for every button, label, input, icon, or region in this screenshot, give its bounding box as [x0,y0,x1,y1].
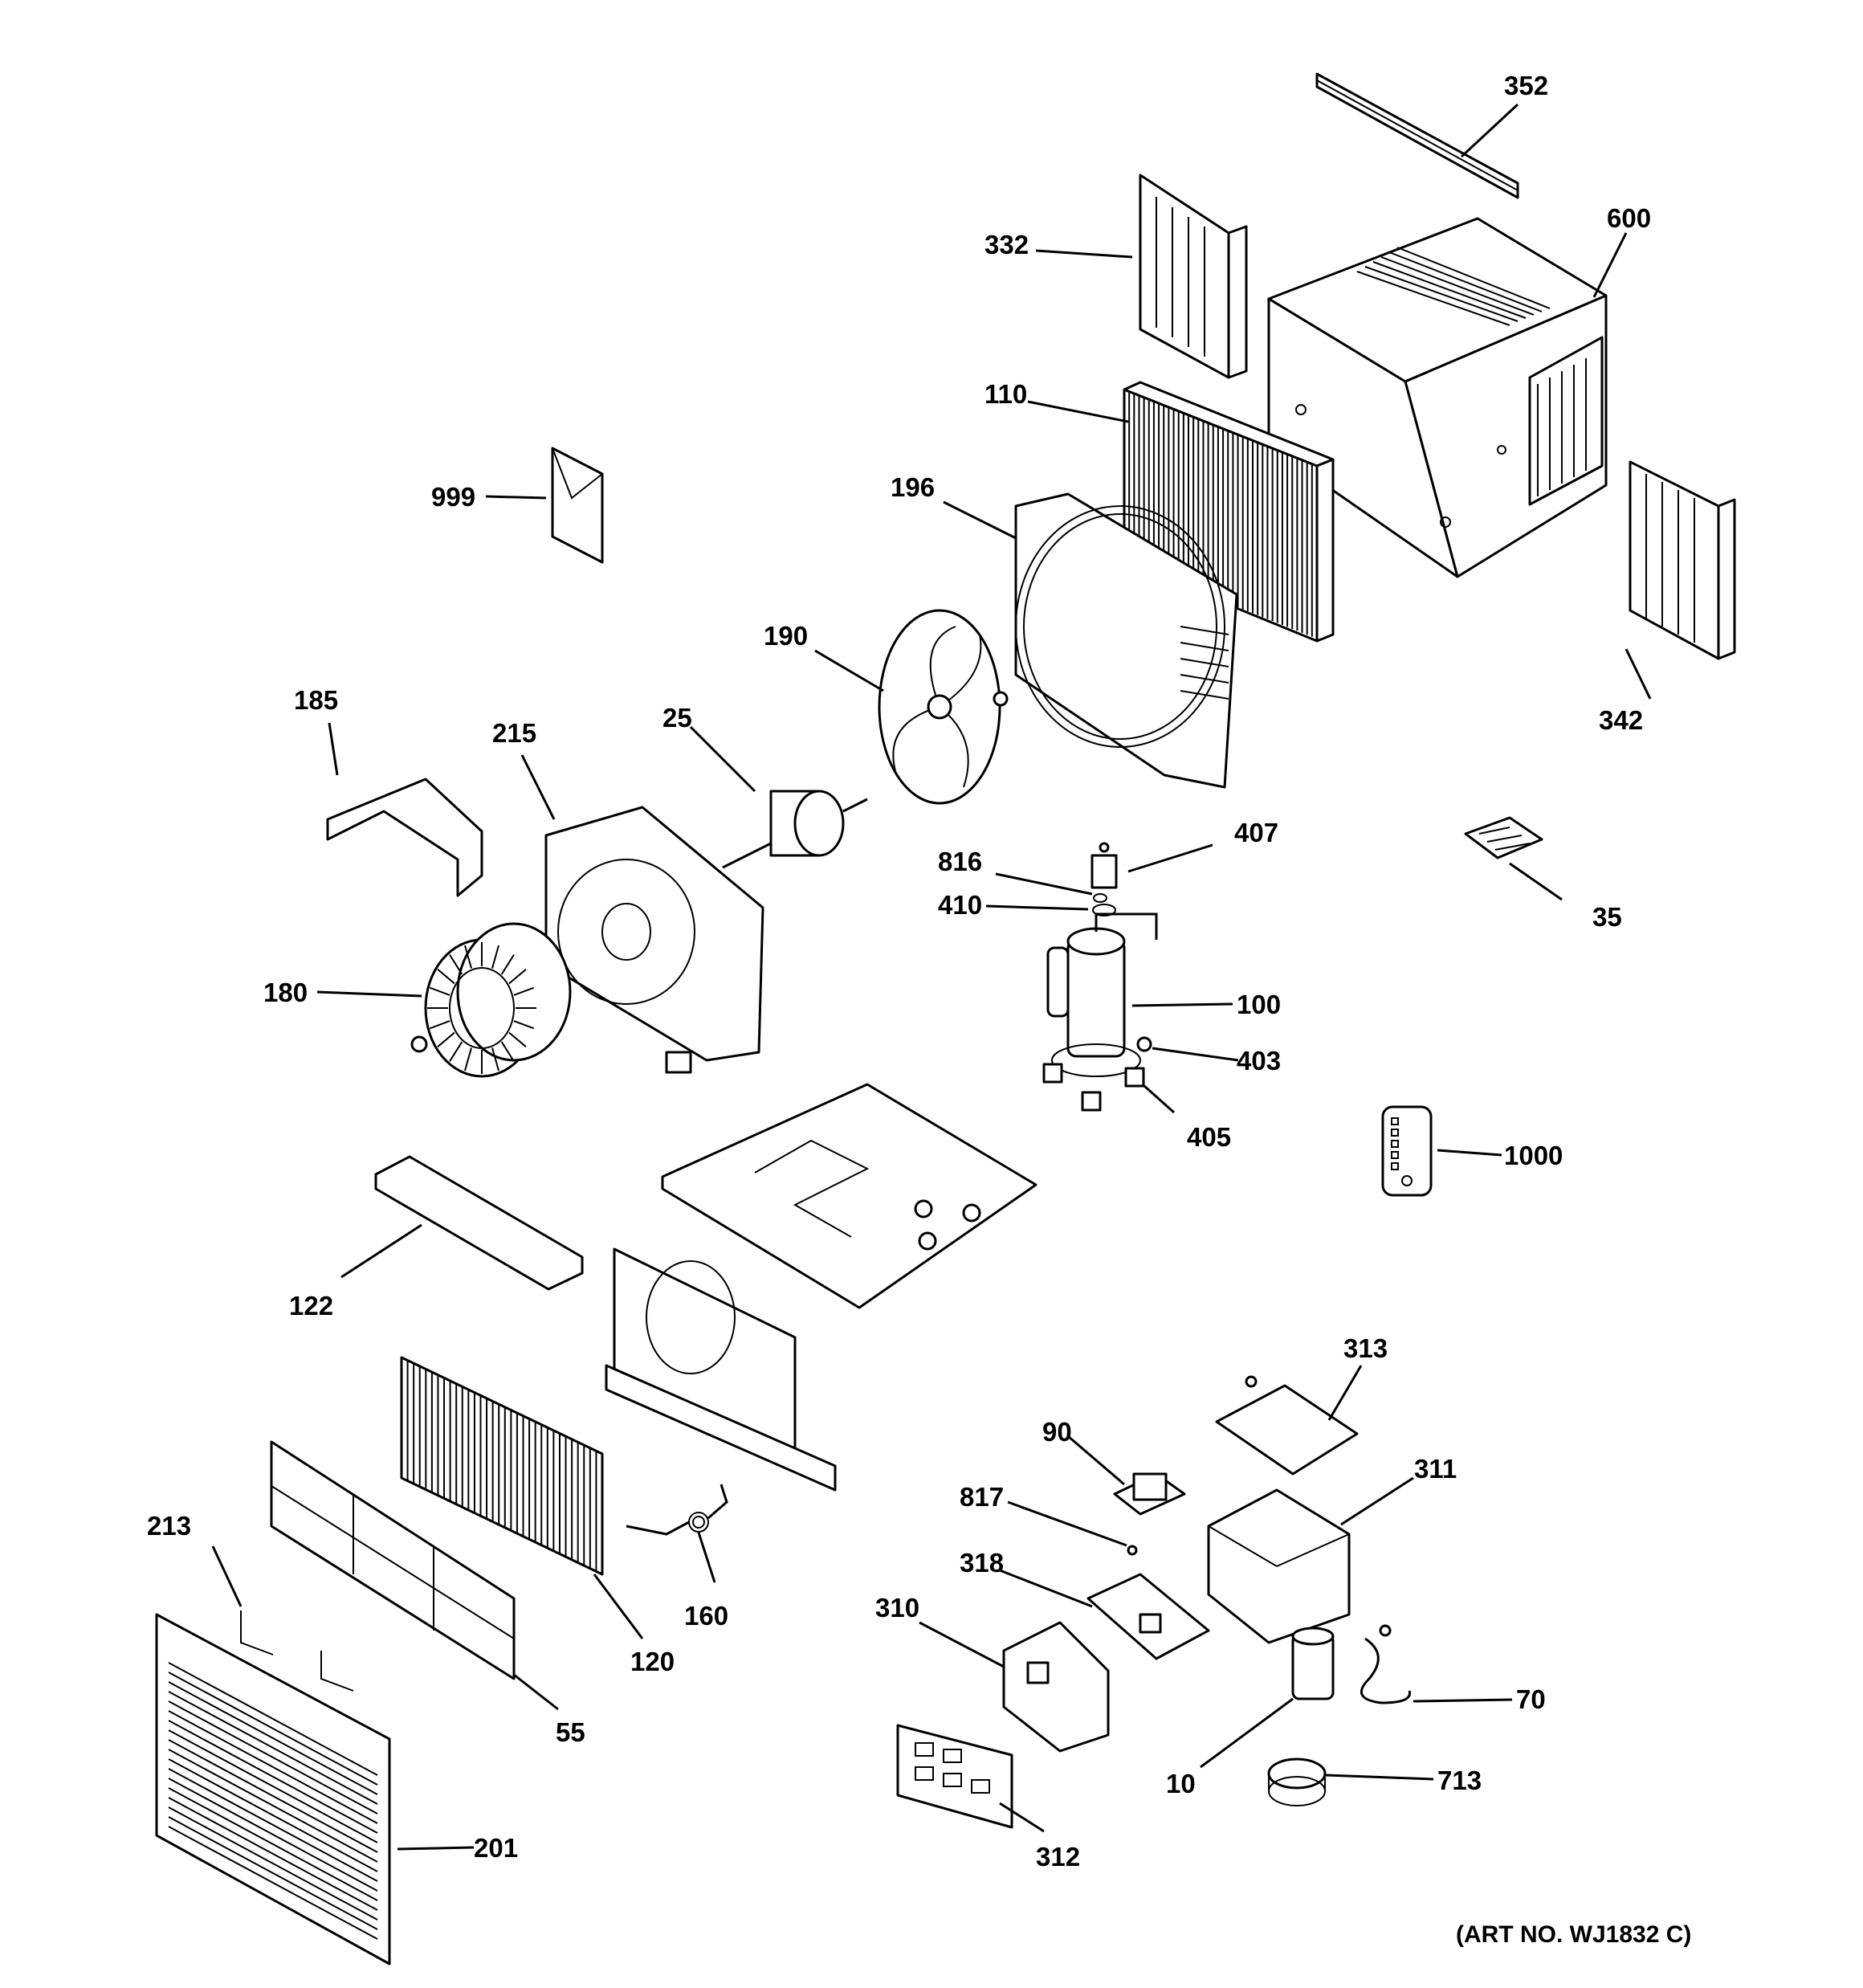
part-352-top-rail [1315,72,1519,199]
callout-310: 310 [875,1593,919,1623]
part-100-compressor [1046,912,1158,1077]
part-201-front-grille [155,1613,391,1966]
callout-10: 10 [1166,1769,1196,1798]
callout-817: 817 [960,1482,1004,1512]
part-196-condenser-shroud [1014,492,1238,789]
part-90-transformer [1113,1472,1186,1516]
part-600-cabinet [1267,217,1608,578]
part-999-owner-manual [551,447,604,564]
callout-55: 55 [556,1717,585,1747]
part-405-mounting-foot [1042,1063,1145,1112]
part-311-control-box [1207,1488,1351,1644]
callout-90: 90 [1042,1417,1072,1447]
part-816-clip [1093,893,1107,903]
callout-313: 313 [1343,1333,1388,1363]
part-185-panel [326,778,483,897]
part-313-control-cover [1215,1375,1359,1476]
leader-lines [211,103,1652,1851]
callout-342: 342 [1599,705,1643,735]
part-base-pan [661,1083,1037,1309]
callout-196: 196 [891,472,935,502]
callout-332: 332 [984,230,1029,259]
part-713-capacitor-bracket [1267,1757,1327,1806]
part-342-side-curtain-right [1629,460,1736,660]
part-180-blower-wheel [410,922,572,1078]
part-55-air-filter [270,1440,516,1680]
part-213-filter-clips [240,1610,354,1692]
callout-190: 190 [764,621,808,651]
callout-122: 122 [289,1291,333,1321]
callout-labels: 352 600 332 110 999 196 190 342 185 215 … [147,71,1651,1872]
callout-215: 215 [492,718,536,748]
part-215-scroll-housing [544,806,764,1074]
part-817-screw [1127,1545,1138,1556]
part-120-evaporator-coil [400,1356,604,1576]
callout-70: 70 [1516,1684,1546,1714]
art-number: (ART NO. WJ1832 C) [1456,1921,1691,1948]
part-403-grommet [1136,1036,1152,1052]
callout-312: 312 [1036,1842,1080,1872]
callout-35: 35 [1592,902,1622,932]
callout-213: 213 [147,1511,191,1541]
part-312-control-panel [896,1724,1013,1829]
part-318-circuit-board [1086,1573,1210,1660]
callout-999: 999 [431,482,475,512]
callout-160: 160 [684,1601,728,1631]
part-1000-remote-control [1381,1105,1433,1197]
part-35-control-board [1464,816,1543,859]
part-122-top-cover [374,1155,584,1291]
callout-311: 311 [1414,1454,1457,1484]
callout-352: 352 [1504,71,1548,100]
callout-318: 318 [960,1548,1004,1578]
callout-1000: 1000 [1504,1141,1563,1170]
part-410-gasket [1092,904,1116,916]
part-10-capacitor [1291,1627,1335,1700]
callout-110: 110 [984,379,1027,409]
callout-403: 403 [1237,1046,1281,1076]
callout-410: 410 [938,890,982,920]
part-407-overload-protector [1090,842,1118,889]
part-190-condenser-fan-blade [878,609,1009,805]
callout-100: 100 [1237,990,1281,1019]
part-310-switch-housing [1002,1621,1110,1753]
part-160-capillary-tube [626,1484,728,1536]
callout-407: 407 [1234,818,1278,847]
part-25-fan-motor [722,790,868,869]
part-332-side-curtain-left [1139,173,1248,379]
callout-713: 713 [1437,1766,1482,1795]
callout-816: 816 [938,847,982,876]
part-70-wire-harness [1360,1624,1412,1704]
callout-405: 405 [1187,1122,1231,1152]
part-partition-panel [605,1247,837,1492]
callout-120: 120 [630,1647,675,1676]
callout-25: 25 [662,703,692,733]
callout-185: 185 [294,685,338,715]
callout-180: 180 [263,978,308,1007]
callout-600: 600 [1607,203,1651,233]
callout-201: 201 [474,1833,518,1863]
